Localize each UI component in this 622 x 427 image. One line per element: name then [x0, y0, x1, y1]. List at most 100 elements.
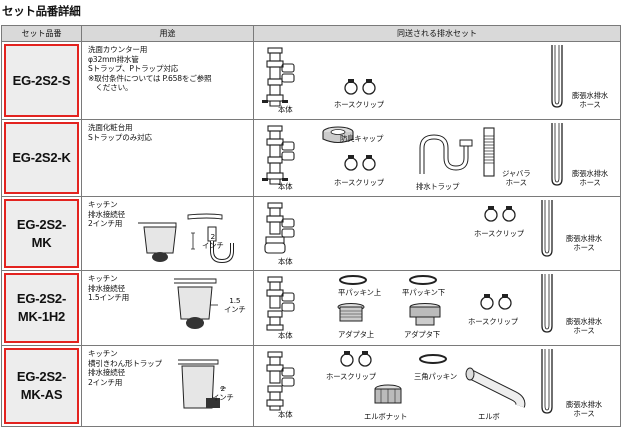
header-use: 用途	[81, 25, 254, 42]
product-code: EG-2S2-MK-AS	[4, 348, 79, 424]
part-label-body: 本体	[278, 331, 293, 340]
drain-body-icon	[262, 47, 295, 107]
table-row: EG-2S2-K 洗面化粧台用 Sトラップのみ対応	[1, 119, 621, 197]
parts-cell: 本体 防臭キャップ ホースクリップ	[253, 119, 621, 197]
header-row: セット品番 用途 同送される排水セット	[1, 25, 621, 42]
use-text: Sトラップ、Pトラップ対応	[88, 64, 179, 74]
hose-clip-icon	[344, 79, 376, 95]
product-code: EG-2S2-K	[4, 122, 79, 194]
drain-hose-icon	[541, 349, 553, 414]
product-code: EG-2S2-S	[4, 44, 79, 117]
sink-drain-diagram	[174, 278, 218, 329]
sink-drain-diagram	[138, 213, 234, 264]
part-label-bellows: ジャバラホース	[502, 169, 531, 187]
parts-cell: 本体 ホースクリップ 膨張水排水ホース	[253, 196, 621, 271]
part-label-hose: 膨張水排水ホース	[566, 317, 602, 335]
hose-clip-icon	[484, 206, 516, 222]
part-label-hose: 膨張水排水ホース	[566, 234, 602, 252]
part-label-body: 本体	[278, 257, 293, 266]
use-text: Sトラップのみ対応	[88, 132, 152, 142]
drain-hose-icon	[541, 200, 553, 257]
product-code: EG-2S2-MK	[4, 199, 79, 268]
code-cell: EG-2S2-S	[1, 41, 82, 120]
use-text: 1.5インチ用	[88, 293, 130, 303]
use-text: 排水接続径	[88, 368, 125, 378]
adapter-icon	[337, 303, 365, 322]
product-code: EG-2S2-MK-1H2	[4, 273, 79, 343]
part-label-trap: 排水トラップ	[416, 182, 460, 191]
drain-hose-icon	[541, 274, 553, 333]
header-parts: 同送される排水セット	[253, 25, 621, 42]
hose-clip-icon	[340, 351, 372, 367]
part-label-cap: 防臭キャップ	[340, 134, 384, 143]
code-cell: EG-2S2-MK	[1, 196, 82, 271]
elbow-pipe-icon	[465, 367, 526, 408]
use-text: キッチン	[88, 274, 118, 283]
part-label-gasket-top: 平パッキン上	[338, 288, 381, 297]
drain-body-icon	[266, 351, 295, 411]
part-label-clip: ホースクリップ	[468, 317, 518, 326]
flat-gasket-icon	[409, 275, 437, 285]
drain-body-icon	[262, 125, 295, 185]
use-text: 洗面カウンター用	[88, 45, 148, 54]
part-label-triangle: 三角パッキン	[414, 372, 457, 381]
elbow-nut-icon	[374, 384, 402, 404]
drain-body-icon	[266, 276, 295, 331]
part-label-clip: ホースクリップ	[474, 229, 524, 238]
drain-hose-icon	[551, 45, 563, 108]
use-text: 排水接続径	[88, 283, 125, 293]
page-title: セット品番詳細	[2, 4, 81, 18]
use-text: φ32mm排水管	[88, 54, 139, 64]
table-row: EG-2S2-MK-AS キッチン 横引きわん形トラップ 排水接続径 2インチ用…	[1, 345, 621, 427]
use-text: 排水接続径	[88, 209, 125, 219]
flat-gasket-icon	[339, 275, 367, 285]
header-code: セット品番	[1, 25, 82, 42]
part-label-body: 本体	[278, 410, 293, 419]
use-text: キッチン	[88, 200, 118, 209]
use-text: キッチン	[88, 349, 118, 358]
adapter-icon	[409, 303, 441, 326]
part-label-adapter-bottom: アダプタ下	[404, 330, 440, 339]
parts-cell: 本体 ホースクリップ 三角パッキン エルボナット	[253, 345, 621, 427]
part-label-hose: 膨張水排水ホース	[572, 169, 608, 187]
use-text: 2インチ用	[88, 377, 123, 387]
triangle-gasket-icon	[419, 354, 447, 364]
drain-body-icon	[264, 202, 295, 254]
part-label-elbow: エルボ	[478, 412, 500, 421]
table-row: EG-2S2-MK キッチン 排水接続径 2インチ用	[1, 196, 621, 271]
odor-cap-icon	[322, 126, 354, 144]
sink-drain-diagram	[178, 359, 226, 409]
use-text: 洗面化粧台用	[88, 123, 133, 132]
part-label-gasket-bottom: 平パッキン下	[402, 288, 445, 297]
set-spec-table: セット品番 用途 同送される排水セット EG-2S2-S 洗面カウンター用 φ3…	[1, 25, 621, 427]
part-label-clip: ホースクリップ	[334, 100, 384, 109]
hose-clip-icon	[344, 155, 376, 171]
part-label-hose: 膨張水排水ホース	[572, 91, 608, 109]
drain-hose-icon	[551, 123, 563, 186]
code-cell: EG-2S2-K	[1, 119, 82, 197]
code-cell: EG-2S2-MK-AS	[1, 345, 82, 427]
part-label-hose: 膨張水排水ホース	[566, 400, 602, 418]
bellows-hose-icon	[483, 127, 495, 177]
part-label-clip: ホースクリップ	[334, 178, 384, 187]
part-label-elbow-nut: エルボナット	[364, 412, 408, 421]
parts-cell: 本体 ホースクリップ 膨張水排水ホース	[253, 41, 621, 120]
parts-cell: 本体 平パッキン上 平パッキン下 アダプタ上	[253, 270, 621, 346]
code-cell: EG-2S2-MK-1H2	[1, 270, 82, 346]
use-text: ※取付条件については P.658をご参照	[88, 73, 212, 83]
hose-clip-icon	[480, 294, 512, 310]
use-text: 横引きわん形トラップ	[88, 358, 162, 368]
use-cell: 洗面カウンター用 φ32mm排水管 Sトラップ、Pトラップ対応 ※取付条件につい…	[81, 41, 254, 120]
use-text: 2インチ用	[88, 219, 123, 229]
part-label-adapter-top: アダプタ上	[338, 330, 374, 339]
table-row: EG-2S2-S 洗面カウンター用 φ32mm排水管 Sトラップ、Pトラップ対応…	[1, 41, 621, 120]
drain-trap-icon	[419, 134, 473, 174]
part-label-body: 本体	[278, 182, 293, 191]
use-text: ください。	[88, 83, 133, 93]
use-cell: 洗面化粧台用 Sトラップのみ対応	[81, 119, 254, 197]
